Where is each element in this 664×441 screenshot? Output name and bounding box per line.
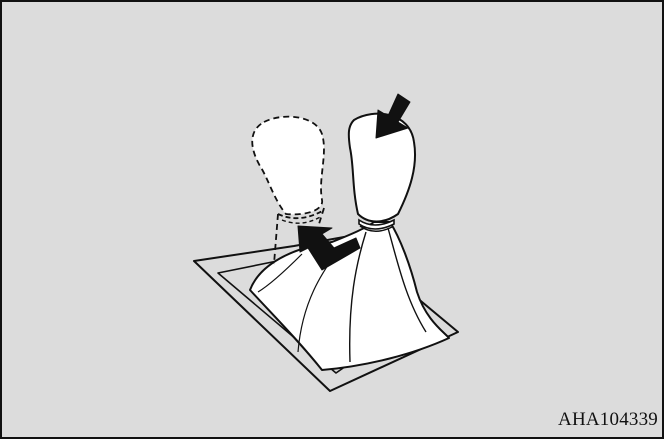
- ghost-knob: [252, 117, 324, 215]
- figure-code: AHA104339: [558, 409, 658, 431]
